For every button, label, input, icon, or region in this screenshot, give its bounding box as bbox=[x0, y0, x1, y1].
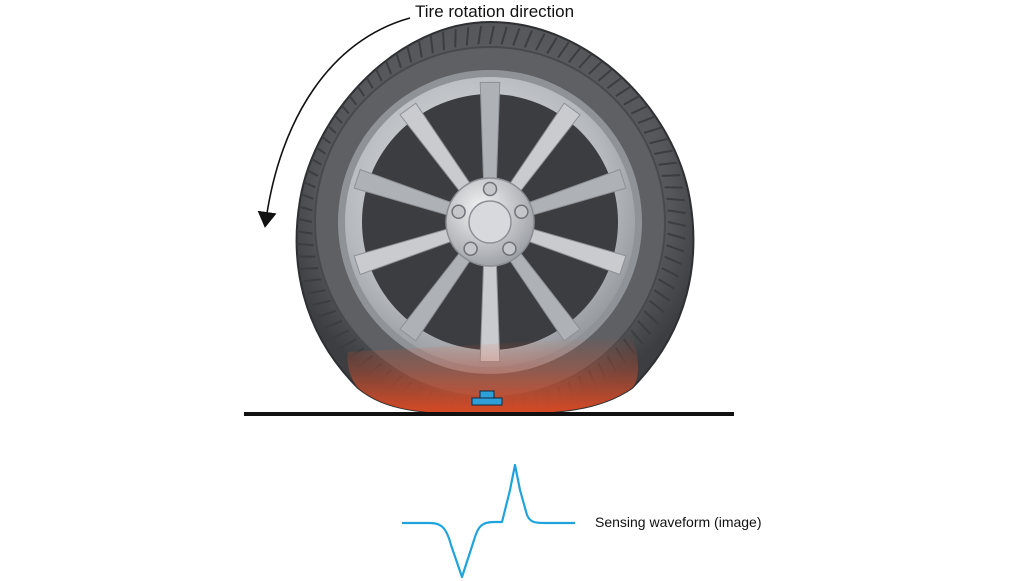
tread-mark bbox=[318, 310, 337, 318]
tread-mark bbox=[557, 41, 570, 59]
rotation-arrow bbox=[257, 17, 411, 228]
tread-mark bbox=[578, 53, 593, 69]
center-cap bbox=[468, 200, 512, 244]
tread-mark bbox=[667, 209, 686, 215]
tread-mark bbox=[489, 25, 495, 45]
lug-nut bbox=[502, 241, 517, 256]
tread-mark bbox=[630, 329, 644, 346]
tread-mark bbox=[658, 161, 677, 166]
tread-mark bbox=[417, 39, 423, 58]
lug-nut bbox=[451, 204, 466, 220]
tread-mark bbox=[307, 289, 326, 295]
tread-mark bbox=[606, 76, 623, 89]
lug-nut bbox=[514, 204, 529, 220]
tread-mark bbox=[523, 30, 533, 48]
tread-mark bbox=[637, 320, 652, 335]
tread-mark bbox=[535, 33, 546, 51]
tread-mark bbox=[477, 26, 483, 45]
tread-mark bbox=[296, 242, 314, 247]
rotation-label: Tire rotation direction bbox=[415, 2, 574, 21]
tread-mark bbox=[658, 278, 675, 290]
tread-mark bbox=[661, 267, 679, 278]
tread-mark bbox=[661, 174, 681, 177]
tread-mark bbox=[296, 229, 313, 235]
sensor-icon bbox=[471, 390, 503, 406]
ground-line bbox=[244, 412, 734, 416]
tread-mark bbox=[649, 299, 665, 313]
tread-mark bbox=[312, 299, 331, 307]
tread-mark bbox=[512, 27, 521, 46]
spoke bbox=[479, 81, 501, 184]
tread-mark bbox=[664, 255, 682, 265]
tread-mark bbox=[299, 267, 319, 270]
tread-mark bbox=[567, 47, 581, 63]
tread-mark bbox=[654, 149, 673, 155]
tread-mark bbox=[394, 50, 402, 69]
tread-mark bbox=[442, 31, 445, 51]
sensing-waveform bbox=[402, 463, 575, 579]
tread-mark bbox=[331, 329, 350, 340]
lug-nut bbox=[482, 181, 498, 197]
waveform-label: Sensing waveform (image) bbox=[595, 514, 762, 530]
lug-nut bbox=[463, 241, 478, 256]
tread-mark bbox=[339, 338, 357, 350]
tread-mark bbox=[405, 44, 413, 63]
tread-mark bbox=[643, 310, 659, 325]
tread-mark bbox=[615, 85, 632, 97]
tread-mark bbox=[667, 221, 687, 227]
tire-wheel-icon bbox=[295, 20, 695, 416]
tread-mark bbox=[546, 37, 558, 54]
tread-mark bbox=[630, 104, 649, 115]
tread-mark bbox=[643, 126, 662, 134]
tread-mark bbox=[303, 278, 322, 283]
lug-nuts bbox=[451, 181, 529, 256]
tread-mark bbox=[588, 60, 603, 75]
tread-mark bbox=[649, 137, 668, 145]
tread-mark bbox=[429, 35, 434, 54]
tread-mark bbox=[623, 94, 641, 106]
tread-mark bbox=[637, 115, 656, 125]
tread-mark bbox=[666, 244, 685, 253]
tread-mark bbox=[500, 26, 508, 45]
contact-patch bbox=[347, 336, 638, 414]
tread-mark bbox=[324, 319, 343, 329]
tread-mark bbox=[666, 197, 685, 202]
tread-mark bbox=[667, 232, 686, 240]
tread-mark bbox=[465, 27, 470, 46]
tread-mark bbox=[653, 289, 671, 302]
tread-mark bbox=[597, 68, 614, 82]
